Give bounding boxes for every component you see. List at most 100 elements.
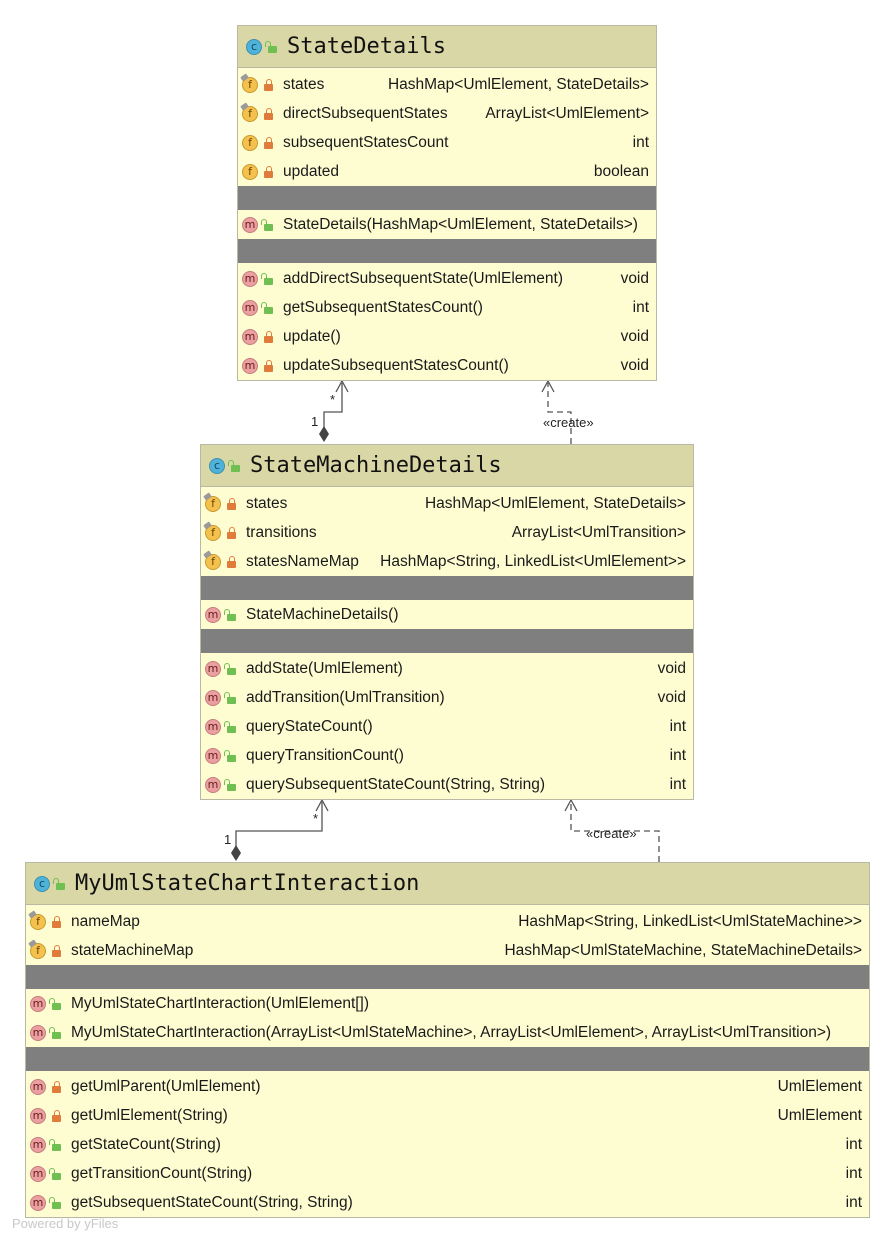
method-icon: m (242, 328, 258, 345)
private-icon (51, 1109, 63, 1122)
field-icon: f (205, 553, 221, 570)
private-icon (226, 555, 238, 568)
method-icon: m (30, 1078, 46, 1095)
multiplicity-source-bottom: 1 (224, 832, 232, 847)
field-icon: f (242, 163, 258, 180)
private-icon (263, 359, 275, 372)
private-icon (263, 107, 275, 120)
public-icon (224, 720, 238, 733)
class-icon: c (246, 38, 262, 55)
class-title: MyUmlStateChartInteraction (75, 871, 420, 896)
class-title: StateDetails (287, 34, 446, 59)
section-separator (26, 965, 869, 989)
composition-top (319, 379, 349, 442)
private-icon (263, 165, 275, 178)
method-icon: m (242, 216, 258, 233)
method-icon: m (30, 1136, 46, 1153)
method-icon: m (205, 660, 221, 677)
field-icon: f (30, 913, 46, 930)
create-label-top: «create» (543, 415, 594, 430)
public-icon (49, 1196, 63, 1209)
public-icon (261, 218, 275, 231)
section-separator (238, 186, 656, 210)
public-icon (224, 749, 238, 762)
method-icon: m (205, 689, 221, 706)
public-icon (261, 301, 275, 314)
method-icon: m (30, 995, 46, 1012)
method-icon: m (30, 1194, 46, 1211)
private-icon (226, 526, 238, 539)
private-icon (263, 136, 275, 149)
public-icon (265, 40, 279, 53)
method-icon: m (205, 718, 221, 735)
method-icon: m (205, 747, 221, 764)
create-bottom (564, 798, 660, 862)
section-separator (26, 1047, 869, 1071)
private-icon (226, 497, 238, 510)
public-icon (261, 272, 275, 285)
section-separator (201, 576, 693, 600)
private-icon (263, 78, 275, 91)
class-icon: c (34, 875, 50, 892)
create-top (541, 379, 572, 444)
class-title: StateMachineDetails (250, 453, 502, 478)
watermark: Powered by yFiles (12, 1216, 119, 1231)
class-header: c StateDetails (238, 26, 656, 68)
public-icon (49, 1138, 63, 1151)
public-icon (49, 1026, 63, 1039)
method-icon: m (242, 357, 258, 374)
method-icon: m (242, 270, 258, 287)
section-separator (201, 629, 693, 653)
multiplicity-source-top: 1 (311, 414, 319, 429)
method-icon: m (242, 299, 258, 316)
public-icon (224, 691, 238, 704)
field-icon: f (242, 105, 258, 122)
multiplicity-target-bottom: * (313, 811, 319, 826)
class-header: c MyUmlStateChartInteraction (26, 863, 869, 905)
method-icon: m (205, 776, 221, 793)
public-icon (224, 778, 238, 791)
public-icon (228, 459, 242, 472)
public-icon (224, 662, 238, 675)
field-icon: f (205, 524, 221, 541)
public-icon (49, 997, 63, 1010)
section-separator (238, 239, 656, 263)
field-icon: f (242, 76, 258, 93)
private-icon (51, 1080, 63, 1093)
private-icon (51, 944, 63, 957)
multiplicity-target-top: * (330, 392, 336, 407)
method-icon: m (30, 1024, 46, 1041)
field-icon: f (205, 495, 221, 512)
composition-bottom (231, 798, 329, 861)
